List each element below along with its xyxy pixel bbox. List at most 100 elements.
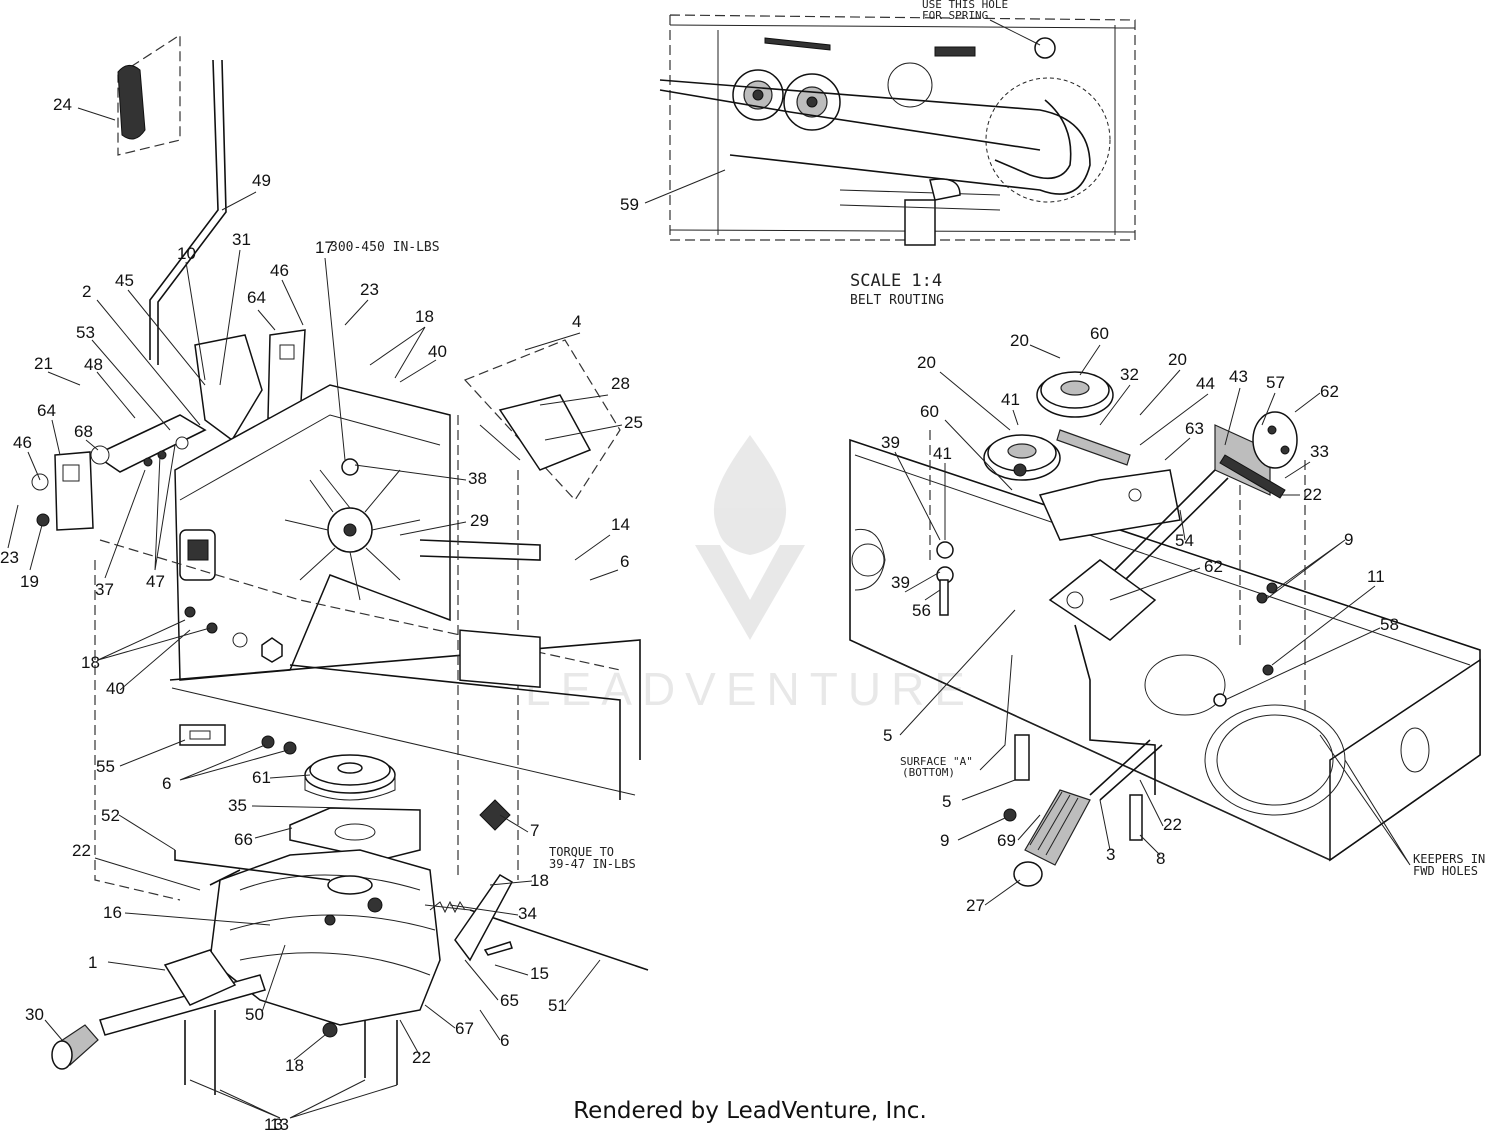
callout: 32 xyxy=(1120,365,1139,384)
callout: 20 xyxy=(1168,350,1187,369)
callout: 20 xyxy=(1010,331,1029,350)
callout: 56 xyxy=(912,601,931,620)
callout: 53 xyxy=(76,323,95,342)
scale-label: SCALE 1:4 xyxy=(850,271,942,291)
callout: 5 xyxy=(942,792,951,811)
callout: 2 xyxy=(82,282,91,301)
callout: 30 xyxy=(25,1005,44,1024)
callout: 7 xyxy=(530,821,539,840)
shift-lever-rod xyxy=(149,59,219,360)
callout: 6 xyxy=(162,774,171,793)
right-assembly xyxy=(849,371,1481,887)
callout: 60 xyxy=(1090,324,1109,343)
callout: 22 xyxy=(412,1048,431,1067)
torque-note-top: 300-450 IN-LBS xyxy=(330,240,440,255)
callout: 18 xyxy=(530,871,549,890)
lever-bracket xyxy=(194,334,263,442)
callout: 68 xyxy=(74,422,93,441)
belt-routing-label: BELT ROUTING xyxy=(850,293,944,308)
callout: 58 xyxy=(1380,615,1399,634)
callout: 46 xyxy=(270,261,289,280)
callout: 44 xyxy=(1196,374,1215,393)
callout: 8 xyxy=(1156,849,1165,868)
callout: 64 xyxy=(247,288,266,307)
callout: 3 xyxy=(1106,845,1115,864)
torque-note-bottom-1: TORQUE TO xyxy=(549,845,614,859)
callout: 16 xyxy=(103,903,122,922)
watermark: LEADVENTURE xyxy=(525,435,975,715)
keepers-note-1: KEEPERS IN xyxy=(1413,852,1485,866)
callout: 57 xyxy=(1266,373,1285,392)
callout: 18 xyxy=(285,1056,304,1075)
callout: 40 xyxy=(106,679,125,698)
callout: 51 xyxy=(548,996,567,1015)
watermark-v-icon xyxy=(695,545,805,640)
callout: 22 xyxy=(72,841,91,860)
watermark-text: LEADVENTURE xyxy=(525,663,975,715)
callout: 15 xyxy=(530,964,549,983)
callout: 9 xyxy=(940,831,949,850)
callout: 39 xyxy=(891,573,910,592)
callout: 39 xyxy=(881,433,900,452)
callout: 13 xyxy=(264,1115,283,1134)
transaxle-pulley xyxy=(304,754,396,801)
callout: 22 xyxy=(1303,485,1322,504)
left-assembly xyxy=(31,33,649,1095)
callout: 41 xyxy=(933,444,952,463)
callout: 17 xyxy=(315,238,334,257)
callout: 54 xyxy=(1175,531,1194,550)
callout: 61 xyxy=(252,768,271,787)
callout: 13 xyxy=(270,1115,289,1134)
shift-knob xyxy=(117,65,146,140)
callout: 49 xyxy=(252,171,271,190)
callout: 66 xyxy=(234,830,253,849)
watermark-flame-icon xyxy=(713,435,787,555)
callout: 21 xyxy=(34,354,53,373)
callout: 23 xyxy=(360,280,379,299)
callout: 10 xyxy=(177,244,196,263)
belt-routing-inset: USE THIS HOLE FOR SPRING SCALE 1:4 BELT … xyxy=(620,0,1136,308)
callout: 29 xyxy=(470,511,489,530)
callout: 41 xyxy=(1001,390,1020,409)
callout: 55 xyxy=(96,757,115,776)
callout: 25 xyxy=(624,413,643,432)
callout: 6 xyxy=(500,1031,509,1050)
idler-pulley-left xyxy=(983,434,1061,481)
callout: 20 xyxy=(917,353,936,372)
callout: 62 xyxy=(1204,557,1223,576)
idler-pulley-top xyxy=(1036,371,1114,418)
callout: 18 xyxy=(81,653,100,672)
callout: 35 xyxy=(228,796,247,815)
callout: 5 xyxy=(883,726,892,745)
left-callouts: 24 49 10 31 2 45 53 21 48 64 68 46 23 19… xyxy=(0,95,643,1134)
callout: 9 xyxy=(1344,530,1353,549)
callout: 23 xyxy=(0,548,19,567)
torque-note-bottom-2: 39-47 IN-LBS xyxy=(549,857,636,871)
callout: 31 xyxy=(232,230,251,249)
callout: 67 xyxy=(455,1019,474,1038)
callout: 63 xyxy=(1185,419,1204,438)
callout: 19 xyxy=(20,572,39,591)
callout: 59 xyxy=(620,195,639,214)
callout: 40 xyxy=(428,342,447,361)
callout: 60 xyxy=(920,402,939,421)
callout: 14 xyxy=(611,515,630,534)
callout: 62 xyxy=(1320,382,1339,401)
callout: 27 xyxy=(966,896,985,915)
callout: 64 xyxy=(37,401,56,420)
transaxle xyxy=(51,849,649,1095)
callout: 1 xyxy=(88,953,97,972)
callout: 34 xyxy=(518,904,537,923)
cooling-fan xyxy=(284,469,421,601)
callout: 28 xyxy=(611,374,630,393)
spring-hole-note-2: FOR SPRING xyxy=(922,9,988,22)
callout: 22 xyxy=(1163,815,1182,834)
callout: 37 xyxy=(95,580,114,599)
keepers-note-2: FWD HOLES xyxy=(1413,864,1478,878)
callout: 33 xyxy=(1310,442,1329,461)
callout: 38 xyxy=(468,469,487,488)
right-callouts: 20 60 32 20 44 43 57 62 20 41 60 63 33 2… xyxy=(881,324,1485,915)
callout: 46 xyxy=(13,433,32,452)
callout: 43 xyxy=(1229,367,1248,386)
